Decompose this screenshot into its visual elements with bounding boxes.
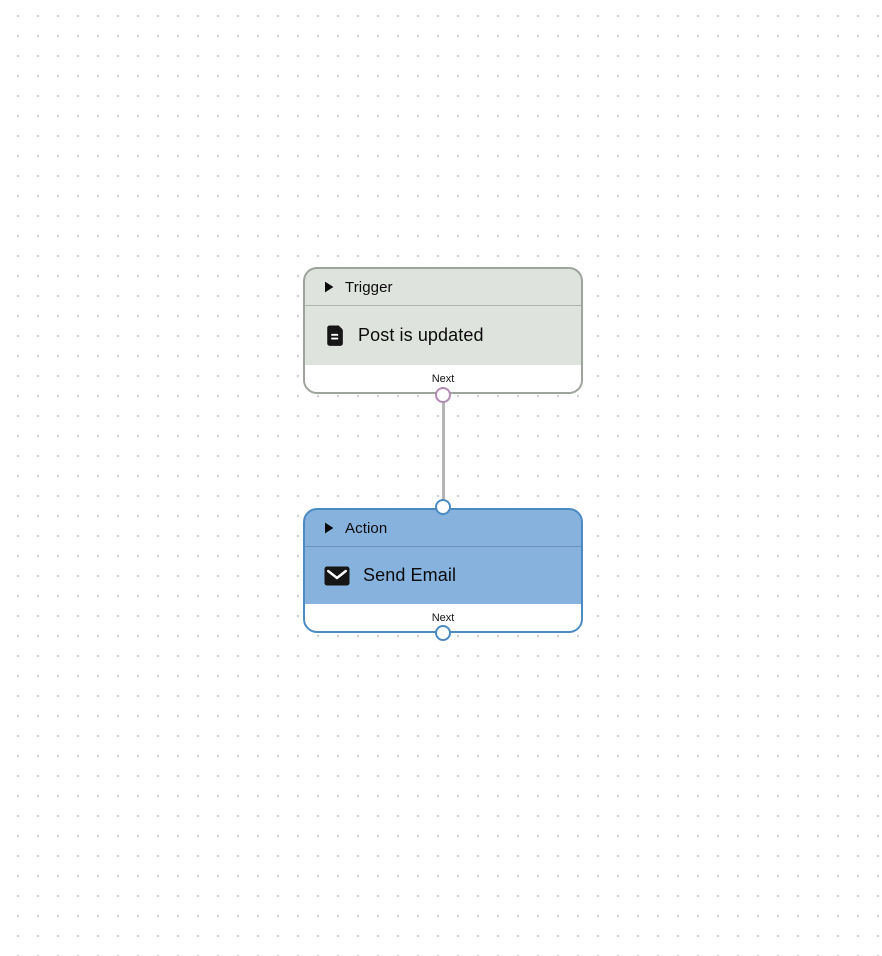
play-icon[interactable] — [324, 522, 334, 534]
port-trigger-next[interactable] — [435, 387, 451, 403]
node-type-label: Trigger — [345, 278, 393, 296]
connection-edge[interactable] — [441, 395, 445, 507]
port-label: Next — [431, 372, 455, 385]
port-action-next[interactable] — [435, 625, 451, 641]
node-trigger-header[interactable]: Trigger — [305, 269, 581, 306]
node-title: Post is updated — [358, 325, 484, 345]
node-type-label: Action — [345, 519, 388, 537]
play-icon[interactable] — [324, 281, 334, 293]
node-action-header[interactable]: Action — [305, 510, 581, 547]
node-trigger-body[interactable]: Post is updated — [305, 306, 581, 365]
envelope-icon — [324, 566, 350, 586]
node-action[interactable]: Action Send Email Next — [303, 508, 583, 633]
node-title: Send Email — [363, 565, 457, 585]
port-action-input[interactable] — [435, 499, 451, 515]
document-icon — [324, 324, 345, 347]
node-trigger[interactable]: Trigger Post is updated Next — [303, 267, 583, 394]
port-label: Next — [431, 611, 455, 624]
node-action-body[interactable]: Send Email — [305, 547, 581, 604]
